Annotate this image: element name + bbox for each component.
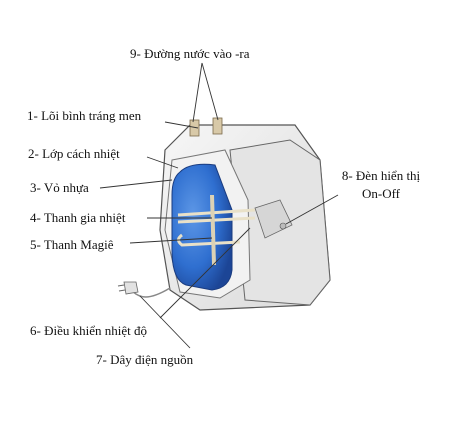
label-insulation: 2- Lớp cách nhiệt bbox=[28, 146, 120, 161]
label-power-cord: 7- Dây điện nguồn bbox=[96, 352, 193, 367]
label-magnesium-rod: 5- Thanh Magiê bbox=[30, 237, 114, 252]
leader-9b bbox=[202, 63, 218, 120]
label-enamel-tank: 1- Lõi bình tráng men bbox=[27, 108, 141, 123]
leader-9a bbox=[193, 63, 202, 122]
power-plug bbox=[124, 282, 138, 294]
label-plastic-shell: 3- Vỏ nhựa bbox=[30, 180, 89, 195]
label-indicator-light-line2: On-Off bbox=[336, 186, 426, 201]
label-heating-element: 4- Thanh gia nhiệt bbox=[30, 210, 125, 225]
label-water-pipes: 9- Đường nước vào -ra bbox=[130, 46, 250, 61]
leader-7 bbox=[140, 296, 190, 348]
magnesium-rod bbox=[212, 195, 214, 265]
label-indicator-light-line1: 8- Đèn hiển thị bbox=[336, 168, 426, 183]
label-indicator-light: 8- Đèn hiển thị On-Off bbox=[336, 168, 426, 201]
indicator-light bbox=[280, 223, 286, 229]
label-thermostat: 6- Điều khiển nhiệt độ bbox=[30, 323, 147, 338]
outlet-pipe bbox=[213, 118, 222, 134]
leader-3 bbox=[100, 180, 172, 188]
